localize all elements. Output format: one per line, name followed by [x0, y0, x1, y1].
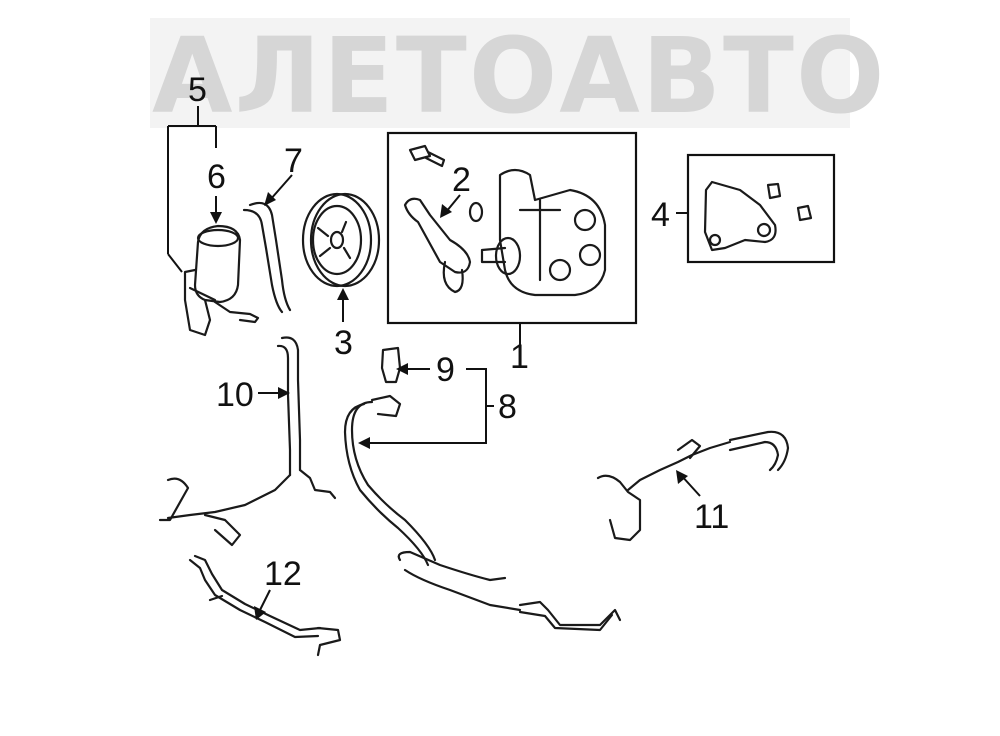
return-hose-part [248, 201, 292, 312]
cooler-hose-part [596, 430, 790, 542]
callout-6: 6 [207, 158, 226, 196]
callout-1: 1 [510, 338, 529, 376]
bracket-part [703, 180, 813, 252]
callout-11: 11 [694, 498, 729, 536]
callout-12: 12 [264, 555, 302, 593]
power-steering-pump-part [403, 144, 607, 297]
watermark-text: АЛЕТОАВТО [152, 15, 886, 137]
callout-3: 3 [334, 324, 353, 362]
return-pipe-part [158, 336, 337, 547]
callout-8: 8 [498, 388, 517, 426]
tube-part [188, 554, 342, 657]
callout-9: 9 [436, 351, 455, 389]
callout-4: 4 [651, 196, 670, 234]
pressure-hose-part [343, 394, 622, 632]
reservoir-tank-part [183, 224, 260, 337]
leader-lines [167, 106, 701, 620]
callout-10: 10 [216, 376, 254, 414]
watermark-logo: АЛЕТОАВТО [150, 15, 886, 137]
callout-7: 7 [284, 142, 303, 180]
bracket-frame [686, 153, 836, 264]
callout-2: 2 [452, 161, 471, 199]
pulley-part [301, 192, 381, 288]
pressure-switch-part [380, 346, 402, 384]
callout-5: 5 [188, 71, 207, 109]
pump-assembly-frame [386, 131, 638, 325]
